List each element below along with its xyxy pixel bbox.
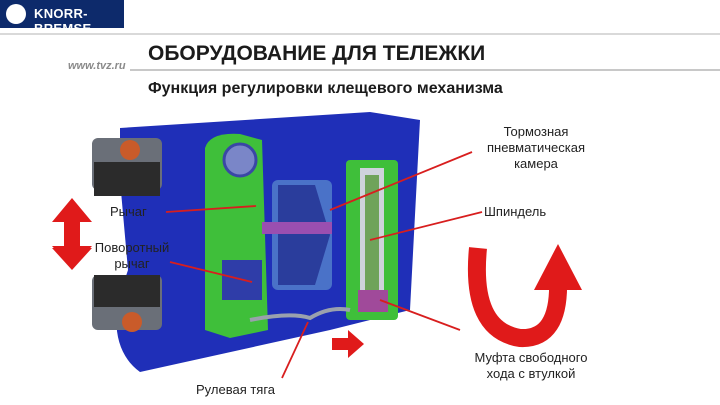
label-brake-chamber-line2: пневматическая bbox=[486, 140, 586, 155]
logo-bar: KNORR-BREMSE bbox=[0, 0, 124, 36]
label-brake-chamber: Тормозная пневматическая камера bbox=[476, 124, 596, 172]
label-clutch-line2: хода с втулкой bbox=[486, 366, 576, 381]
leader-spindle bbox=[369, 211, 483, 241]
lower-pad-lining bbox=[94, 275, 160, 307]
blue-housing bbox=[116, 112, 420, 372]
label-swing-lever-line2: рычаг bbox=[114, 256, 150, 271]
leader-swing-lever bbox=[169, 261, 253, 283]
knorr-bremse-logo-icon bbox=[6, 4, 26, 24]
lower-pad-pin-icon bbox=[122, 312, 142, 332]
steering-rod-line bbox=[249, 307, 351, 322]
page-title: ОБОРУДОВАНИЕ ДЛЯ ТЕЛЕЖКИ bbox=[148, 42, 486, 65]
label-swing-lever-line1: Поворотный bbox=[94, 240, 170, 255]
upper-pad-lining bbox=[94, 162, 160, 196]
right-arrow-icon bbox=[332, 330, 364, 358]
website-label: www.tvz.ru bbox=[68, 60, 126, 72]
page-subtitle: Функция регулировки клещевого механизма bbox=[148, 80, 503, 97]
leader-clutch bbox=[379, 299, 461, 331]
spindle-thread bbox=[365, 175, 379, 295]
label-spindle: Шпиндель bbox=[484, 204, 547, 219]
rotation-arrow-icon bbox=[467, 247, 568, 347]
label-clutch: Муфта свободного хода с втулкой bbox=[456, 350, 606, 382]
upper-pad-pin-icon bbox=[120, 140, 140, 160]
label-brake-chamber-line1: Тормозная bbox=[503, 124, 569, 139]
leader-brake-chamber bbox=[329, 151, 473, 211]
label-clutch-line1: Муфта свободного bbox=[474, 350, 588, 365]
leader-lever bbox=[165, 205, 257, 213]
eccentric-shaft-icon bbox=[222, 142, 258, 178]
label-brake-chamber-line3: камера bbox=[514, 156, 558, 171]
logo-text: KNORR-BREMSE bbox=[34, 6, 92, 36]
label-swing-lever: Поворотный рычаг bbox=[92, 240, 172, 272]
rotation-arrow-head-icon bbox=[534, 244, 582, 290]
chamber-diaphragm bbox=[278, 185, 330, 285]
label-steering-rod: Рулевая тяга bbox=[196, 382, 276, 397]
label-lever: Рычаг bbox=[110, 204, 147, 219]
clutch-sleeve bbox=[358, 290, 388, 312]
double-vertical-arrow-icon bbox=[52, 198, 92, 270]
piston-rod bbox=[262, 222, 332, 234]
leader-steering-rod bbox=[281, 321, 309, 379]
